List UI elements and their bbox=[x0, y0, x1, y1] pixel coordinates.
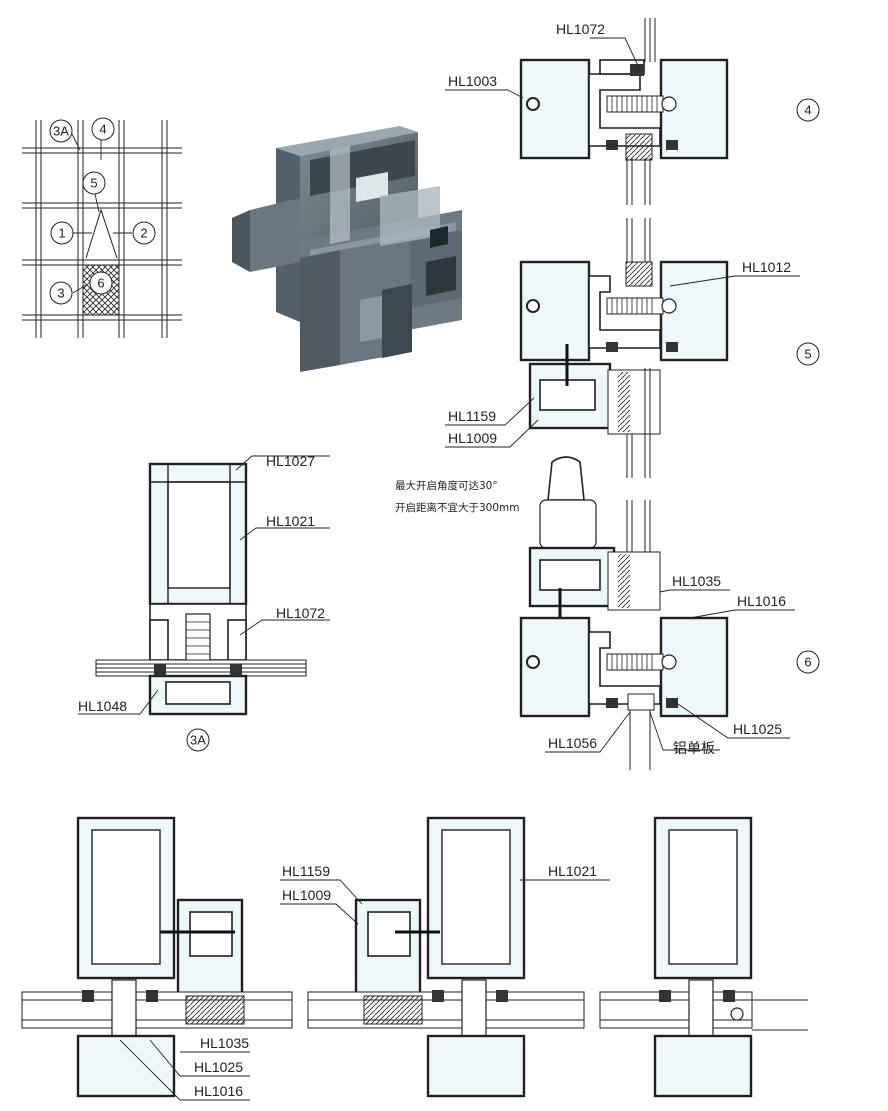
label-HL1016-bottom: HL1016 bbox=[194, 1083, 243, 1099]
bottom-right-section bbox=[599, 816, 808, 1098]
note-max-angle: 最大开启角度可达30° bbox=[395, 479, 498, 492]
marker-3: 3 bbox=[57, 286, 64, 301]
label-HL1009: HL1009 bbox=[448, 430, 497, 446]
label-HL1009-bottom: HL1009 bbox=[282, 887, 331, 903]
marker-3A: 3A bbox=[53, 124, 69, 139]
profile-3d-render bbox=[232, 126, 462, 372]
label-HL1072-3A: HL1072 bbox=[276, 605, 325, 621]
bottom-left-section: HL1035 HL1025 HL1016 bbox=[21, 816, 293, 1101]
label-HL1035-detail6: HL1035 bbox=[672, 573, 721, 589]
marker-detail-5: 5 bbox=[804, 347, 811, 362]
key-plan: 3A 4 5 1 2 3 6 bbox=[22, 117, 182, 338]
marker-detail-6: 6 bbox=[804, 655, 811, 670]
label-HL1072-top: HL1072 bbox=[556, 21, 605, 37]
marker-4: 4 bbox=[99, 122, 106, 137]
label-HL1056: HL1056 bbox=[548, 735, 597, 751]
label-HL1012: HL1012 bbox=[742, 259, 791, 275]
note-open-distance: 开启距离不宜大于300mm bbox=[395, 501, 520, 514]
marker-detail-4: 4 bbox=[804, 103, 811, 118]
label-HL1003: HL1003 bbox=[448, 73, 497, 89]
label-HL1159: HL1159 bbox=[448, 408, 496, 424]
bottom-middle-section: HL1159 HL1009 HL1021 bbox=[280, 816, 610, 1098]
detail-4-section: HL1072 HL1003 4 bbox=[445, 18, 820, 205]
label-aluminum-panel: 铝单板 bbox=[673, 740, 715, 756]
detail-3A-section: HL1027 HL1021 HL1072 HL1048 3A bbox=[78, 453, 330, 752]
detail-5-section: HL1012 HL1159 HL1009 5 bbox=[445, 218, 820, 478]
detail-6-section: HL1035 HL1016 HL1025 HL1056 铝单板 6 bbox=[519, 456, 820, 770]
marker-6: 6 bbox=[97, 276, 104, 291]
label-HL1025-bottom: HL1025 bbox=[194, 1059, 243, 1075]
marker-2: 2 bbox=[140, 226, 147, 241]
label-HL1025-detail6: HL1025 bbox=[733, 721, 782, 737]
marker-1: 1 bbox=[58, 226, 65, 241]
label-HL1035-bottom: HL1035 bbox=[200, 1035, 249, 1051]
label-HL1021-3A: HL1021 bbox=[266, 513, 315, 529]
label-HL1159-bottom: HL1159 bbox=[282, 863, 330, 879]
marker-detail-3A: 3A bbox=[190, 733, 206, 748]
label-HL1027: HL1027 bbox=[266, 453, 315, 469]
marker-5: 5 bbox=[90, 176, 97, 191]
label-HL1048: HL1048 bbox=[78, 698, 127, 714]
label-HL1021-bottom: HL1021 bbox=[548, 863, 597, 879]
label-HL1016-detail6: HL1016 bbox=[737, 593, 786, 609]
